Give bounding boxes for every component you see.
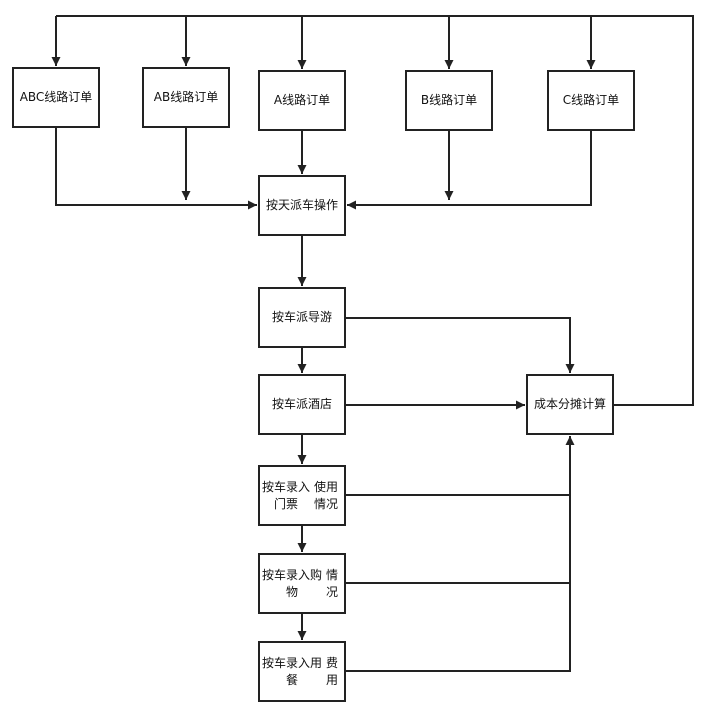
assign-guide-box: 按车派导游: [258, 287, 346, 348]
dispatch-by-day-label: 按天派车操作: [265, 198, 338, 212]
ticket-usage-label-line2: 使用情况: [313, 479, 338, 511]
meal-cost-box: 按车录入用餐 费用: [258, 641, 346, 702]
order-a-box: A线路订单: [258, 70, 346, 131]
ticket-usage-box: 按车录入门票 使用情况: [258, 465, 346, 526]
guide-to-cost-arrow: [346, 317, 575, 373]
order-b-label: B线路订单: [420, 93, 478, 107]
order-abc-box: ABC线路订单: [12, 67, 100, 128]
shopping-label-line2: 情况: [325, 567, 338, 599]
dispatch-by-day-box: 按天派车操作: [258, 175, 346, 236]
order-c-label: C线路订单: [562, 93, 620, 107]
abc-to-dispatch-arrow: [55, 128, 257, 210]
order-ab-label: AB线路订单: [153, 90, 219, 104]
ticket-usage-label-line1: 按车录入门票: [262, 479, 311, 511]
assign-guide-label: 按车派导游: [271, 310, 332, 324]
cost-allocation-label: 成本分摊计算: [533, 397, 606, 411]
meal-cost-label-line2: 费用: [325, 655, 338, 687]
order-a-label: A线路订单: [273, 93, 331, 107]
order-abc-label: ABC线路订单: [19, 90, 93, 104]
order-c-box: C线路订单: [547, 70, 635, 131]
order-ab-box: AB线路订单: [142, 67, 230, 128]
assign-hotel-box: 按车派酒店: [258, 374, 346, 435]
shopping-label-line1: 按车录入购物: [262, 567, 323, 599]
meal-cost-label-line1: 按车录入用餐: [262, 655, 323, 687]
top-feedback-line: [56, 15, 694, 406]
c-to-dispatch-arrow: [347, 131, 592, 210]
order-b-box: B线路订单: [405, 70, 493, 131]
cost-allocation-box: 成本分摊计算: [526, 374, 614, 435]
assign-hotel-label: 按车派酒店: [271, 397, 332, 411]
meal-to-cost-arrow: [346, 436, 575, 672]
shopping-box: 按车录入购物 情况: [258, 553, 346, 614]
